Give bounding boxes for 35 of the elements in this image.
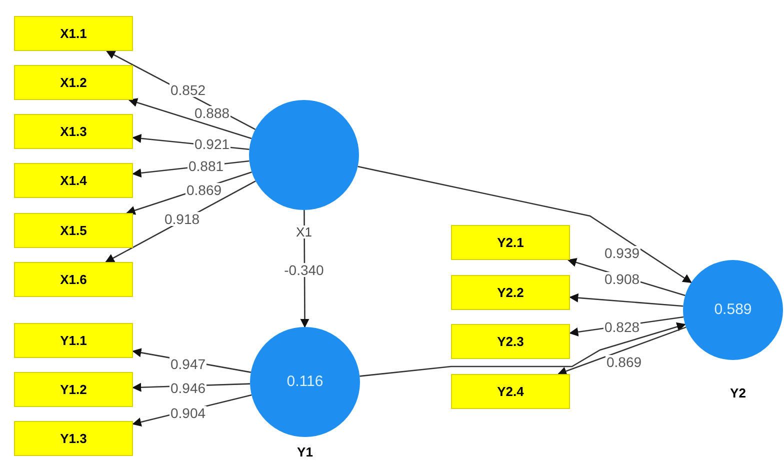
indicator-box: Y2.2 — [451, 275, 570, 310]
arrow — [557, 326, 686, 376]
edge-label: 0.881 — [187, 159, 225, 173]
edge-label: 0.921 — [193, 137, 231, 151]
indicator-box: Y2.4 — [451, 374, 570, 409]
edge-label: -0.340 — [283, 263, 325, 277]
edge-label: 0.947 — [169, 357, 207, 371]
edge-label: 0.946 — [169, 381, 207, 395]
arrow — [358, 166, 692, 284]
edge-label: 0.939 — [603, 246, 641, 260]
edge-label: 0.888 — [193, 106, 231, 120]
indicator-box: X1.3 — [14, 114, 133, 149]
edge-label: 0.908 — [603, 272, 641, 286]
construct-name: Y2 — [730, 386, 746, 400]
edge-label: 0.852 — [169, 83, 207, 97]
indicator-box: Y1.1 — [14, 323, 133, 358]
indicator-box: X1.5 — [14, 213, 133, 248]
indicator-box: X1.2 — [14, 65, 133, 100]
edge-label: 0.869 — [185, 183, 223, 197]
construct-name: Y1 — [297, 446, 313, 458]
edge-label: 0.869 — [605, 355, 643, 369]
indicator-box: Y2.1 — [451, 225, 570, 260]
indicator-box: X1.6 — [14, 262, 133, 297]
indicator-box: X1.4 — [14, 163, 133, 198]
edge-label: 0.828 — [603, 320, 641, 334]
edge-label: 0.918 — [163, 212, 201, 226]
indicator-box: Y1.2 — [14, 372, 133, 407]
indicator-box: Y1.3 — [14, 421, 133, 456]
arrow — [128, 98, 252, 140]
indicator-box: X1.1 — [14, 16, 133, 51]
edge-label: 0.904 — [169, 406, 207, 420]
construct-name: X1 — [296, 226, 312, 238]
arrow — [360, 322, 686, 377]
arrow — [569, 293, 684, 307]
indicator-box: Y2.3 — [451, 324, 570, 359]
